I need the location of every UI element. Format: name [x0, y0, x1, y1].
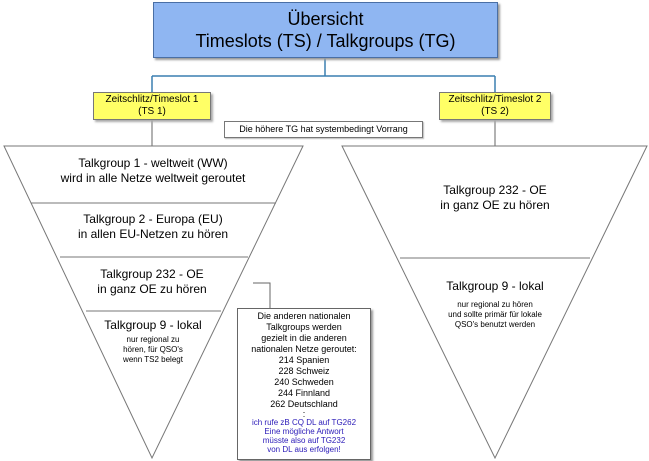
callout-intro-3: gezielt in die anderen: [261, 333, 347, 343]
left-tg1: Talkgroup 1 - weltweit (WW) wird in alle…: [40, 156, 266, 186]
ts2-label: Zeitschlitz/Timeslot 2: [448, 94, 542, 105]
callout-intro-2: Talkgroups werden: [266, 322, 342, 332]
right-tg9-desc-3: QSO's benutzt werden: [454, 320, 536, 329]
callout-list-item: 228 Schweiz: [278, 366, 330, 376]
left-tg1-desc: wird in alle Netze weltweit geroutet: [60, 171, 246, 185]
right-tg232: Talkgroup 232 - OE in ganz OE zu hören: [405, 183, 585, 213]
title-line-1: Übersicht: [287, 9, 364, 29]
left-tg2-title: Talkgroup 2 - Europa (EU): [83, 212, 223, 226]
callout-intro-1: Die anderen nationalen: [257, 311, 351, 321]
priority-note: Die höhere TG hat systembedingt Vorrang: [224, 121, 423, 138]
callout-list-item: 244 Finnland: [277, 388, 331, 398]
callout-list-item: 262 Deutschland: [270, 399, 338, 409]
ts1-label: Zeitschlitz/Timeslot 1: [105, 94, 199, 105]
left-tg232-title: Talkgroup 232 - OE: [100, 267, 204, 281]
callout-blue-line-2: Eine mögliche Antwort: [264, 427, 344, 436]
timeslot-2-box: Zeitschlitz/Timeslot 2 (TS 2): [439, 92, 551, 120]
right-tg232-desc: in ganz OE zu hören: [440, 198, 550, 212]
left-tg2: Talkgroup 2 - Europa (EU) in allen EU-Ne…: [54, 212, 252, 242]
callout-intro-4: nationalen Netze geroutet:: [251, 344, 357, 354]
left-tg232: Talkgroup 232 - OE in ganz OE zu hören: [72, 267, 232, 297]
left-tg232-desc: in ganz OE zu hören: [97, 282, 207, 296]
left-funnel: [3, 145, 304, 460]
callout-list-item: 240 Schweden: [274, 377, 334, 387]
left-tg9-title: Talkgroup 9 - lokal: [104, 318, 202, 332]
ts2-sublabel: (TS 2): [481, 106, 509, 117]
title-box: Übersicht Timeslots (TS) / Talkgroups (T…: [153, 2, 498, 58]
callout-blue-line-1: ich rufe zB CQ DL auf TG262: [251, 418, 357, 427]
callout-blue-line-4: von DL aus erfolgen!: [267, 445, 341, 454]
right-funnel: [341, 145, 648, 460]
left-tg9-desc-2: hören, für QSO's: [123, 345, 183, 354]
left-tg9-desc-1: nur regional zu: [126, 335, 180, 344]
callout-pointer: [253, 282, 271, 308]
left-tg1-title: Talkgroup 1 - weltweit (WW): [78, 156, 228, 170]
right-tg9-desc-2: und sollte primär für lokale: [448, 310, 542, 319]
title-line-2: Timeslots (TS) / Talkgroups (TG): [195, 31, 456, 51]
callout-blue-line-3: müsste also auf TG232: [262, 436, 346, 445]
right-tg9: Talkgroup 9 - lokal nur regional zu höre…: [420, 279, 570, 330]
national-talkgroups-callout: Die anderen nationalen Talkgroups werden…: [237, 308, 371, 460]
right-tg9-desc-1: nur regional zu hören: [457, 300, 533, 309]
ts1-sublabel: (TS 1): [138, 106, 166, 117]
left-tg9-desc-3: wenn TS2 belegt: [123, 355, 183, 364]
callout-list-item: 214 Spanien: [278, 355, 330, 365]
right-tg9-title: Talkgroup 9 - lokal: [446, 279, 544, 293]
right-tg232-title: Talkgroup 232 - OE: [443, 183, 547, 197]
left-tg9: Talkgroup 9 - lokal nur regional zu höre…: [92, 318, 214, 365]
timeslot-1-box: Zeitschlitz/Timeslot 1 (TS 1): [93, 92, 211, 120]
left-tg2-desc: in allen EU-Netzen zu hören: [77, 227, 229, 241]
callout-list-item: :: [302, 409, 306, 419]
